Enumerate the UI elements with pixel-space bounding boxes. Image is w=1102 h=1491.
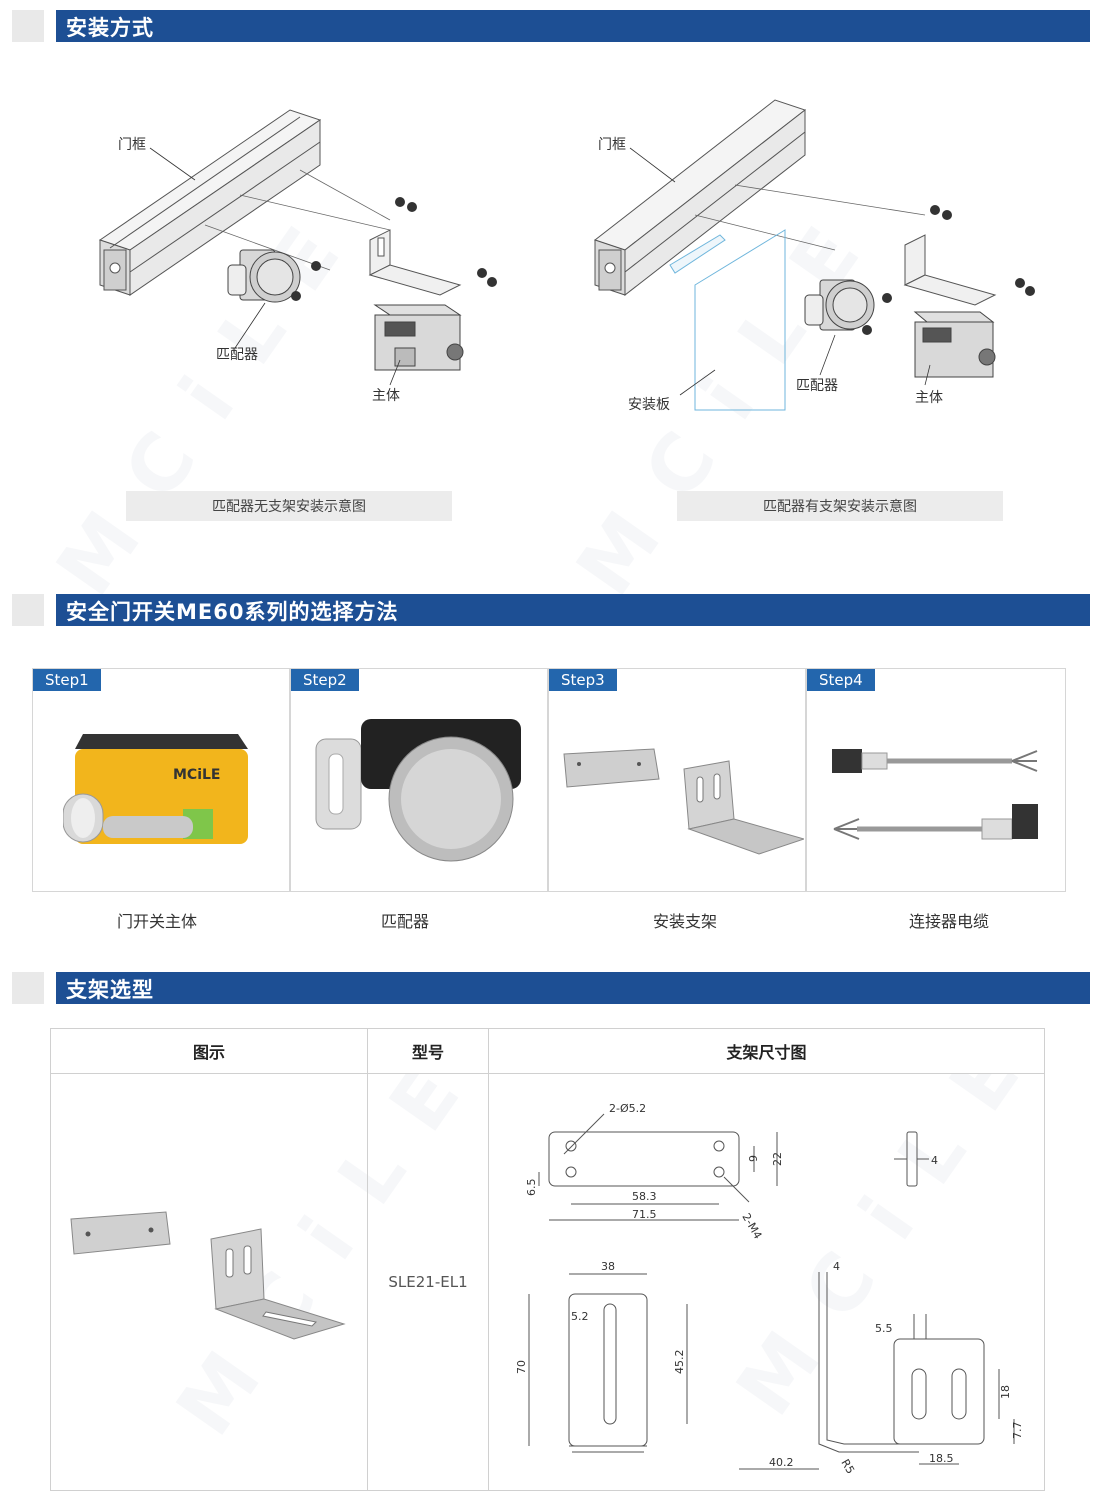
step-name-2: 匹配器: [380, 912, 429, 931]
label-body-right: 主体: [915, 390, 943, 406]
bracket-table: 图示 型号 支架尺寸图 SLE21-EL1: [50, 1028, 1045, 1491]
section-header-selection: 安全门开关ME60系列的选择方法: [12, 594, 1090, 626]
dim-40-2: 40.2: [769, 1456, 794, 1469]
cable-image: [832, 749, 1038, 840]
label-actuator-left: 匹配器: [216, 347, 258, 363]
step-tag: Step1: [33, 669, 101, 691]
dim-5-5: 5.5: [875, 1322, 893, 1335]
dim-45-2: 45.2: [673, 1350, 686, 1375]
dim-holes: 2-Ø5.2: [609, 1102, 646, 1115]
dim-4b: 4: [833, 1260, 840, 1273]
dim-7-7: 7.7: [1011, 1422, 1024, 1440]
dim-6-5: 6.5: [525, 1179, 538, 1197]
brand-logo: MCiLE: [173, 767, 221, 783]
step-tag: Step4: [807, 669, 875, 691]
step-card-1: Step1 MCiLE: [32, 668, 290, 892]
dim-70: 70: [515, 1360, 528, 1374]
dim-58-3: 58.3: [632, 1190, 657, 1203]
section-title: 安全门开关ME60系列的选择方法: [66, 600, 399, 624]
col-header-dims: 支架尺寸图: [488, 1028, 1045, 1074]
step-card-4: Step4: [806, 668, 1066, 892]
cell-image: [50, 1073, 368, 1491]
cell-dims: 2-Ø5.2 2-M4 9 22 4 6.5 58.3 71.5 38 5.2 …: [488, 1073, 1045, 1491]
actuator-image: [315, 719, 521, 862]
table-header-row: 图示 型号 支架尺寸图: [50, 1028, 1045, 1074]
section-header-bracket: 支架选型: [12, 972, 1090, 1004]
step-name-4: 连接器电缆: [908, 912, 989, 931]
dim-18-5: 18.5: [929, 1452, 954, 1465]
install-diagram-left: [98, 109, 497, 386]
switch-body-image: MCiLE: [63, 734, 248, 844]
dim-5-2: 5.2: [571, 1310, 589, 1323]
label-body-left: 主体: [372, 388, 400, 404]
dim-4a: 4: [931, 1154, 938, 1167]
label-actuator-right: 匹配器: [796, 378, 838, 394]
step-name-1: 门开关主体: [116, 912, 197, 931]
section-title: 支架选型: [66, 978, 154, 1002]
section-header-install: 安装方式: [12, 10, 1090, 42]
step-tag: Step2: [291, 669, 359, 691]
bracket-image: [563, 748, 804, 855]
bracket-photo: [70, 1211, 346, 1340]
dim-thread: 2-M4: [739, 1211, 764, 1241]
step-tag: Step3: [549, 669, 617, 691]
caption-right: 匹配器有支架安装示意图: [677, 491, 1003, 521]
dim-71-5: 71.5: [632, 1208, 657, 1221]
dimension-drawing: 2-Ø5.2 2-M4 9 22 4 6.5 58.3 71.5 38 5.2 …: [515, 1102, 1024, 1476]
install-diagram-right: [593, 99, 1035, 411]
dim-22: 22: [771, 1152, 784, 1166]
section-title: 安装方式: [66, 16, 154, 40]
step-card-3: Step3: [548, 668, 806, 892]
dim-9: 9: [747, 1155, 760, 1162]
table-row: SLE21-EL1: [50, 1073, 1045, 1491]
cell-model: SLE21-EL1: [367, 1073, 489, 1491]
step-name-3: 安装支架: [652, 912, 717, 931]
col-header-image: 图示: [50, 1028, 368, 1074]
label-frame-right: 门框: [598, 137, 626, 153]
dim-18: 18: [999, 1385, 1012, 1399]
col-header-model: 型号: [367, 1028, 489, 1074]
label-plate-right: 安装板: [628, 397, 670, 413]
label-frame-left: 门框: [118, 137, 146, 153]
dim-r5: R5: [838, 1457, 857, 1476]
step-card-2: Step2: [290, 668, 548, 892]
dim-38: 38: [601, 1260, 615, 1273]
caption-left: 匹配器无支架安装示意图: [126, 491, 452, 521]
